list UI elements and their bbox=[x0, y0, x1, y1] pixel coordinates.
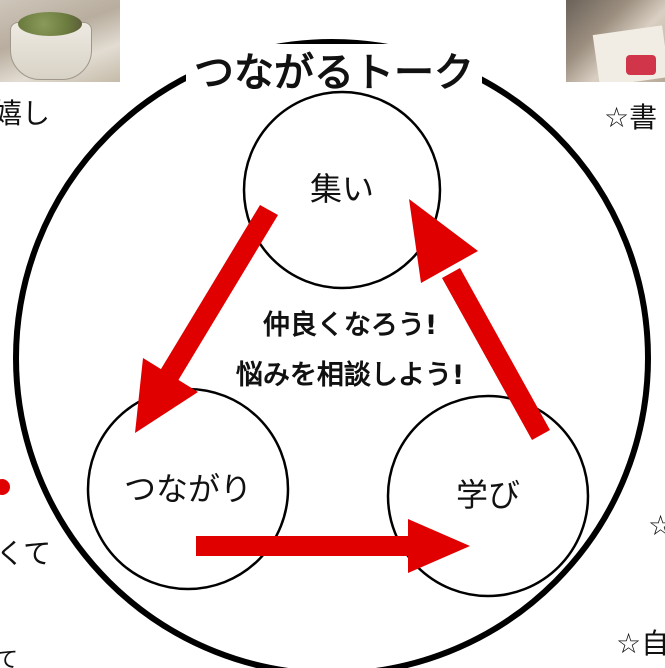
right-bottom-text-fragment: ☆自 bbox=[616, 627, 665, 660]
center-text-line-2: 悩みを相談しよう! bbox=[236, 359, 464, 391]
node-label-left: つながり bbox=[124, 470, 252, 508]
arrow-head-left-to-right bbox=[408, 519, 470, 573]
arrow-shaft-left-to-right bbox=[196, 536, 412, 556]
node-label-right: 学び bbox=[456, 476, 520, 514]
node-label-top: 集い bbox=[310, 170, 374, 208]
right-mid-text-fragment: ☆ bbox=[648, 509, 665, 542]
title-backing bbox=[186, 44, 482, 96]
red-object-image bbox=[626, 55, 656, 75]
diagram-title: つながるトーク bbox=[194, 50, 474, 96]
left-top-text-fragment: 嬉し bbox=[0, 97, 51, 130]
red-bullet-dot bbox=[0, 479, 10, 495]
left-bottom-text-fragment: くて bbox=[0, 537, 52, 570]
arrow-shaft-top-to-left bbox=[158, 205, 278, 384]
arrow-head-right-to-top bbox=[409, 199, 478, 283]
arrow-head-top-to-left bbox=[135, 358, 198, 433]
arrow-right-to-top bbox=[409, 199, 550, 440]
right-top-text-fragment: ☆書 bbox=[604, 101, 658, 134]
left-bottom-edge-text-fragment: て bbox=[0, 648, 19, 668]
arrow-left-to-right bbox=[196, 519, 470, 573]
arrow-top-to-left bbox=[135, 205, 278, 433]
food-image bbox=[18, 12, 82, 36]
writing-photo-thumbnail bbox=[566, 0, 665, 82]
node-circle-top bbox=[242, 90, 442, 290]
arrow-shaft-right-to-top bbox=[442, 268, 550, 440]
food-photo-thumbnail bbox=[0, 0, 120, 82]
center-text-line-1: 仲良くなろう! bbox=[263, 309, 437, 341]
